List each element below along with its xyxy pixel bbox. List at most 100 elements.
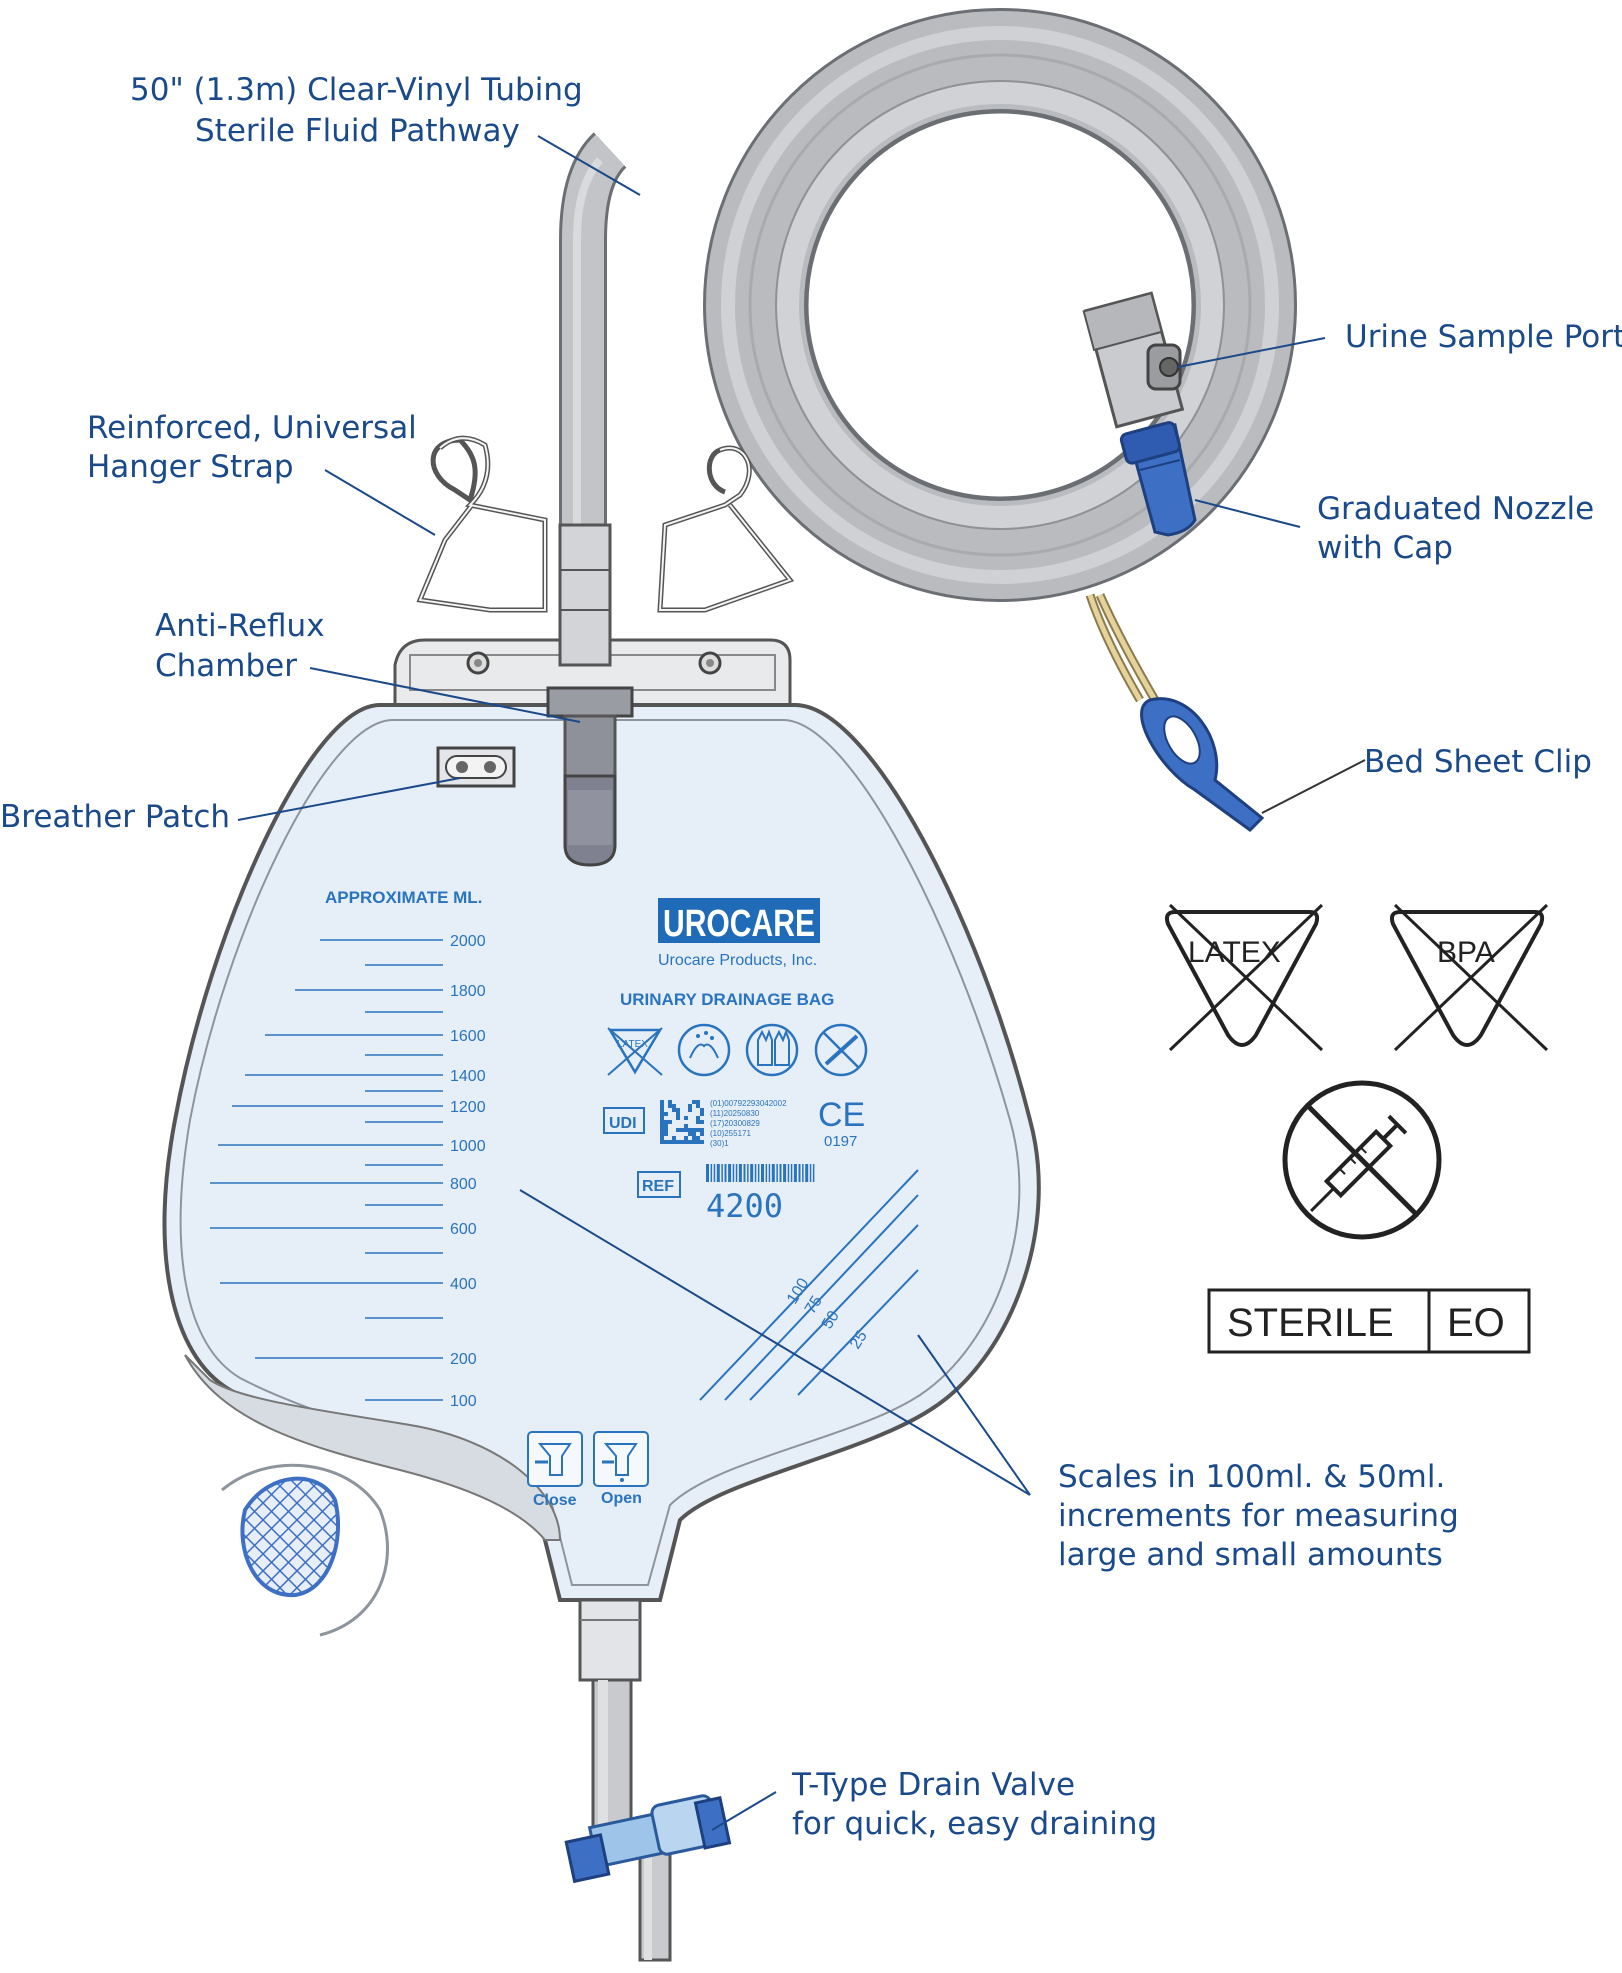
leader-lines — [237, 135, 1366, 1831]
svg-text:T-Type Drain Valve: T-Type Drain Valve — [791, 1767, 1075, 1803]
datamatrix-cell — [668, 1140, 672, 1144]
barcode-bar — [728, 1164, 732, 1182]
scale-label: 1600 — [450, 1028, 486, 1045]
scale-label: 200 — [450, 1351, 477, 1368]
datamatrix-cell — [696, 1136, 700, 1140]
svg-text:(30)1: (30)1 — [710, 1139, 729, 1148]
ref-number: 4200 — [706, 1187, 783, 1225]
datamatrix-cell — [692, 1136, 696, 1140]
datamatrix-cell — [692, 1132, 696, 1136]
scale-label: 1000 — [450, 1138, 486, 1155]
datamatrix-cell — [660, 1132, 664, 1136]
barcode-bar — [809, 1164, 812, 1182]
barcode-bar — [771, 1164, 775, 1182]
datamatrix-cell — [700, 1120, 704, 1124]
datamatrix-cell — [672, 1104, 676, 1108]
latex-free-symbol: LATEX — [1164, 903, 1324, 1052]
latex-symbol-label: LATEX — [1188, 936, 1281, 969]
ref-barcode — [706, 1164, 815, 1182]
svg-text:(17)20300829: (17)20300829 — [710, 1119, 760, 1128]
callout-hanger: Reinforced, Universal Hanger Strap — [87, 410, 417, 485]
datamatrix-cell — [660, 1128, 664, 1132]
datamatrix-cell — [660, 1136, 664, 1140]
barcode-bar — [802, 1164, 804, 1182]
datamatrix-cell — [668, 1104, 672, 1108]
datamatrix-cell — [660, 1108, 664, 1112]
datamatrix-cell — [680, 1128, 684, 1132]
barcode-bar — [724, 1164, 727, 1182]
barcode-bar — [779, 1164, 782, 1182]
barcode-bar — [798, 1164, 801, 1182]
udi-label: UDI — [609, 1115, 637, 1132]
datamatrix-cell — [668, 1120, 672, 1124]
svg-text:Anti-Reflux: Anti-Reflux — [155, 608, 325, 644]
barcode-bar — [805, 1164, 809, 1182]
svg-text:large and small amounts: large and small amounts — [1058, 1537, 1443, 1573]
bag-header — [393, 638, 792, 707]
volume-scale: APPROXIMATE ML. 200018001600140012001000… — [210, 888, 919, 1410]
datamatrix-cell — [660, 1100, 664, 1104]
barcode-bar — [783, 1164, 787, 1182]
scale-title: APPROXIMATE ML. — [325, 888, 482, 907]
udi-block: UDI (01)00792293042002 (11)20250830 (17)… — [603, 1096, 865, 1225]
datamatrix-cell — [692, 1128, 696, 1132]
barcode-bar — [735, 1164, 738, 1182]
drain-outlet — [578, 1598, 672, 1962]
sterile-label: STERILE — [1227, 1301, 1394, 1345]
datamatrix-cell — [660, 1116, 664, 1120]
svg-text:(11)20250830: (11)20250830 — [710, 1109, 760, 1118]
datamatrix-cell — [700, 1132, 704, 1136]
datamatrix-cell — [684, 1128, 688, 1132]
anti-reflux-chamber — [546, 523, 634, 867]
datamatrix-cell — [688, 1128, 692, 1132]
datamatrix-cell — [664, 1124, 668, 1128]
datamatrix-cell — [688, 1104, 692, 1108]
datamatrix-cell — [700, 1108, 704, 1112]
svg-text:Chamber: Chamber — [155, 648, 297, 684]
product-name: URINARY DRAINAGE BAG — [620, 990, 834, 1009]
datamatrix-cell — [672, 1108, 676, 1112]
bag-body — [162, 703, 1041, 1637]
callout-anti-reflux: Anti-Reflux Chamber — [155, 608, 325, 684]
datamatrix-cell — [676, 1112, 680, 1116]
callout-nozzle: Graduated Nozzle with Cap — [1317, 491, 1594, 566]
svg-text:with Cap: with Cap — [1317, 530, 1453, 566]
barcode-bar — [738, 1164, 742, 1182]
datamatrix-cell — [688, 1108, 692, 1112]
gloves-icon — [745, 1023, 799, 1077]
barcode-bar — [732, 1164, 735, 1182]
datamatrix-cell — [664, 1128, 668, 1132]
datamatrix-cell — [672, 1140, 676, 1144]
svg-text:Scales in 100ml. & 50ml.: Scales in 100ml. & 50ml. — [1058, 1459, 1445, 1495]
datamatrix-cell — [692, 1140, 696, 1144]
datamatrix-cell — [664, 1140, 668, 1144]
svg-text:increments for measuring: increments for measuring — [1058, 1498, 1459, 1534]
ce-number: 0197 — [824, 1133, 857, 1150]
datamatrix-cell — [676, 1116, 680, 1120]
datamatrix-cell — [696, 1120, 700, 1124]
callout-breather: Breather Patch — [0, 799, 230, 835]
scale-label: 1400 — [450, 1068, 486, 1085]
datamatrix-cell — [668, 1100, 672, 1104]
svg-text:Graduated Nozzle: Graduated Nozzle — [1317, 491, 1594, 527]
datamatrix-cell — [700, 1128, 704, 1132]
datamatrix-cell — [660, 1124, 664, 1128]
callout-drain-valve: T-Type Drain Valve for quick, easy drain… — [791, 1767, 1157, 1842]
datamatrix-cell — [660, 1120, 664, 1124]
barcode-bar — [790, 1164, 793, 1182]
barcode-bar — [787, 1164, 790, 1182]
ref-label: REF — [642, 1178, 674, 1195]
valve-open-label: Open — [601, 1490, 642, 1507]
no-needle-symbol — [1282, 1080, 1442, 1240]
datamatrix-cell — [664, 1132, 668, 1136]
barcode-bar — [776, 1164, 778, 1182]
datamatrix-cell — [684, 1116, 688, 1120]
svg-text:for quick, easy draining: for quick, easy draining — [792, 1806, 1157, 1842]
small-scale: 100 75 50 25 — [699, 1169, 919, 1401]
scale-label: 1200 — [450, 1099, 486, 1116]
datamatrix-cell — [688, 1132, 692, 1136]
callout-scales: Scales in 100ml. & 50ml. increments for … — [1058, 1459, 1459, 1573]
t-type-drain-valve[interactable] — [564, 1794, 732, 1884]
bed-sheet-clip — [1085, 593, 1265, 832]
